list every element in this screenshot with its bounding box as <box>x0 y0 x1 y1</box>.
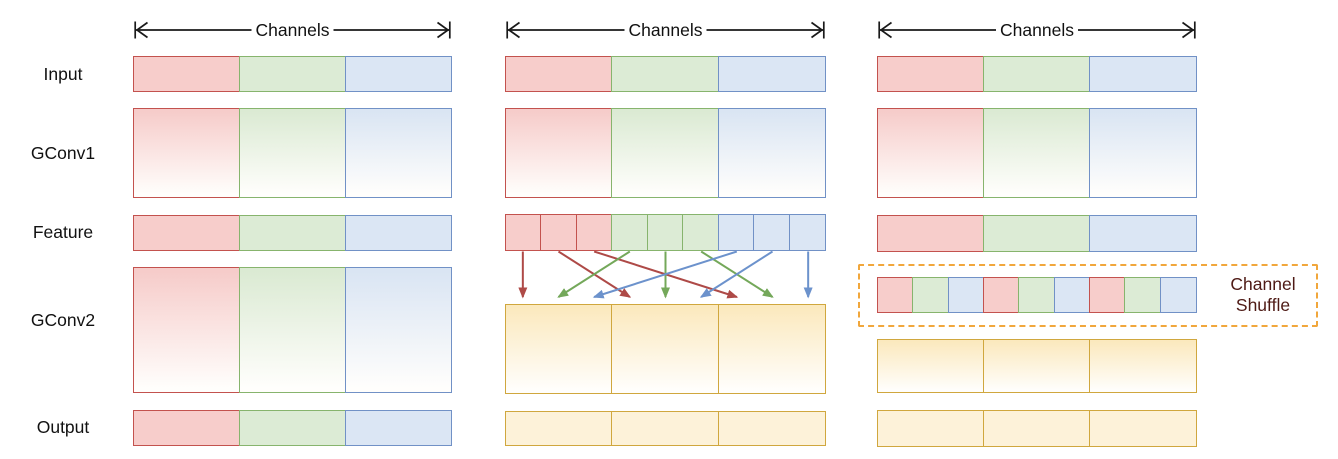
feature-blue-segment <box>1089 215 1198 252</box>
right-feature-row <box>877 215 1198 252</box>
shuffle-cell-9-blue <box>1159 277 1197 313</box>
left-feature-row <box>133 215 452 251</box>
channels-label: Channels <box>629 20 703 40</box>
feature-red-segment <box>877 215 985 252</box>
feature-cell-1-red <box>505 214 543 251</box>
row-label-output: Output <box>36 417 90 437</box>
output-green-segment <box>238 410 347 446</box>
feature-green-segment <box>238 215 347 251</box>
left-input-row <box>133 56 452 92</box>
right-gconv1-row <box>877 108 1198 198</box>
gconv2-red-segment <box>133 267 241 393</box>
gconv2-group-2-segment <box>983 339 1091 393</box>
shuffle-cell-8-green <box>1124 277 1162 313</box>
gconv2-group-2-segment <box>611 304 720 394</box>
gconv2-group-1-segment <box>877 339 985 393</box>
right-shuffle-row <box>877 277 1197 313</box>
shuffle-cell-4-red <box>983 277 1021 313</box>
feature-cell-3-red <box>575 214 614 251</box>
output-group-1-segment <box>877 410 985 447</box>
shuffle-arrow-green-src4-dst2 <box>557 251 631 298</box>
left-gconv2-row <box>133 267 452 393</box>
input-blue-segment <box>717 56 826 92</box>
middle-output-row <box>505 411 826 446</box>
left-output-row <box>133 410 452 446</box>
gconv2-blue-segment <box>344 267 452 393</box>
row-label-input: Input <box>43 64 83 84</box>
output-group-3-segment <box>1089 410 1198 447</box>
gconv2-group-3-segment <box>1089 339 1198 393</box>
input-red-segment <box>877 56 985 92</box>
feature-cell-4-green <box>611 214 649 251</box>
panel-channel-shuffle-right: Channels <box>877 0 1198 459</box>
channel-shuffle-dashed-box <box>858 264 1318 327</box>
gconv2-group-3-segment <box>717 304 826 394</box>
gconv1-blue-segment <box>717 108 826 198</box>
middle-feature-row <box>505 214 826 251</box>
row-label-gconv1: GConv1 <box>30 143 96 163</box>
feature-cell-9-blue <box>788 214 826 251</box>
feature-cell-2-red <box>540 214 578 251</box>
output-group-2-segment <box>611 411 720 446</box>
output-group-1-segment <box>505 411 614 446</box>
gconv1-green-segment <box>238 108 347 198</box>
feature-cell-6-green <box>682 214 720 251</box>
feature-cell-5-green <box>646 214 685 251</box>
gconv1-red-segment <box>877 108 985 198</box>
input-red-segment <box>505 56 614 92</box>
feature-cell-8-blue <box>753 214 791 251</box>
row-label-feature: Feature <box>32 222 94 242</box>
channels-label: Channels <box>1000 20 1074 40</box>
output-red-segment <box>133 410 241 446</box>
output-group-2-segment <box>983 410 1091 447</box>
shuffle-cell-2-green <box>912 277 950 313</box>
row-label-gconv2: GConv2 <box>30 310 96 330</box>
shuffle-arrow-blue-src8-dst6 <box>699 251 774 298</box>
channels-extent-arrow: Channels <box>506 18 825 42</box>
feature-red-segment <box>133 215 241 251</box>
gconv1-blue-segment <box>1089 108 1198 198</box>
middle-gconv2-row <box>505 304 826 394</box>
panel-shuffle-arrows-middle: Channels <box>505 0 826 459</box>
input-blue-segment <box>1089 56 1198 92</box>
shuffle-arrow-blue-src7-dst3 <box>592 251 738 299</box>
shuffle-arrows <box>518 251 813 299</box>
gconv2-group-1-segment <box>505 304 614 394</box>
channel-shuffle-label-line2: Shuffle <box>1235 295 1291 315</box>
feature-blue-segment <box>344 215 452 251</box>
output-blue-segment <box>344 410 452 446</box>
right-output-row <box>877 410 1198 447</box>
channels-extent-arrow: Channels <box>134 18 451 42</box>
channels-extent-arrow: Channels <box>878 18 1196 42</box>
right-input-row <box>877 56 1198 92</box>
input-green-segment <box>983 56 1091 92</box>
middle-input-row <box>505 56 826 92</box>
right-gconv2-row <box>877 339 1198 393</box>
channel-shuffle-label: Channel Shuffle <box>1204 274 1322 316</box>
left-gconv1-row <box>133 108 452 198</box>
feature-green-segment <box>983 215 1091 252</box>
input-green-segment <box>238 56 347 92</box>
panel-group-conv-left: Channels <box>133 0 452 459</box>
output-group-3-segment <box>717 411 826 446</box>
channel-shuffle-label-line1: Channel <box>1230 274 1296 294</box>
gconv2-green-segment <box>238 267 347 393</box>
middle-gconv1-row <box>505 108 826 198</box>
gconv1-red-segment <box>133 108 241 198</box>
gconv1-red-segment <box>505 108 614 198</box>
input-red-segment <box>133 56 241 92</box>
gconv1-blue-segment <box>344 108 452 198</box>
input-green-segment <box>611 56 720 92</box>
gconv1-green-segment <box>611 108 720 198</box>
gconv1-green-segment <box>983 108 1091 198</box>
input-blue-segment <box>344 56 452 92</box>
feature-cell-7-blue <box>717 214 756 251</box>
channels-label: Channels <box>256 20 330 40</box>
